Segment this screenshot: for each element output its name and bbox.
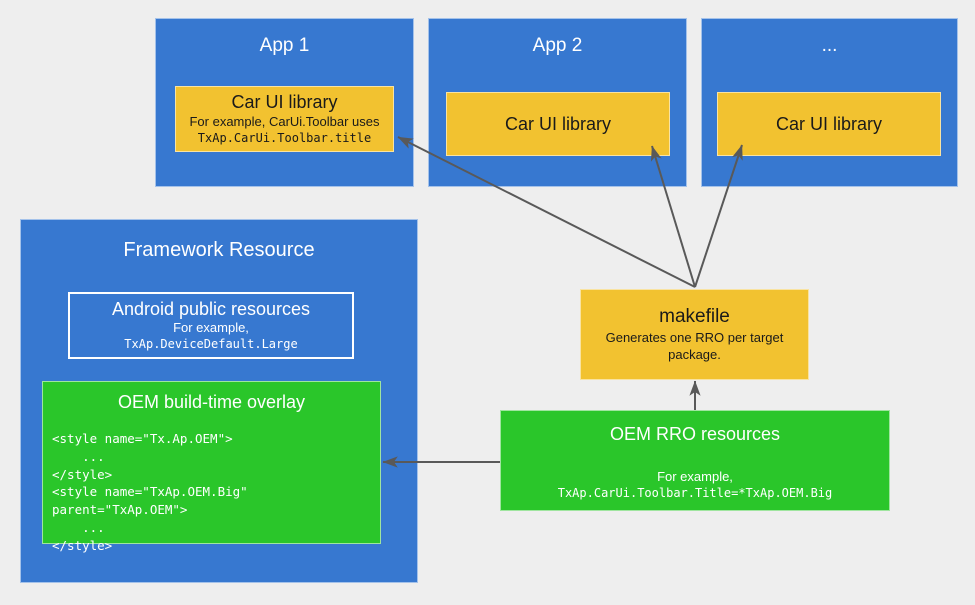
oem-build-time-overlay[interactable]: OEM build-time overlay <style name="Tx.A… [42, 381, 381, 553]
app-1-title-wrap: App 1 [156, 31, 413, 61]
oem-rro-resources-subtitle: For example, [657, 469, 733, 484]
oem-rro-resources[interactable]: OEM RRO resources For example, TxAp.CarU… [500, 410, 890, 511]
app-3-library-content: Car UI library [718, 93, 940, 155]
oem-build-time-overlay-title-wrap: OEM build-time overlay [43, 391, 380, 414]
app-2-library-title: Car UI library [504, 113, 611, 134]
app-2-title: App 2 [532, 35, 583, 57]
oem-rro-title-wrap: OEM RRO resources [501, 423, 889, 446]
app-1-library-code: TxAp.CarUi.Toolbar.title [197, 131, 372, 146]
android-public-resources-code: TxAp.DeviceDefault.Large [124, 337, 298, 352]
app-1-car-ui-library[interactable]: Car UI library For example, CarUi.Toolba… [175, 86, 394, 152]
app-1-library-content: Car UI library For example, CarUi.Toolba… [176, 87, 393, 151]
app-1-library-subtitle: For example, CarUi.Toolbar uses [189, 114, 380, 130]
oem-rro-resources-title: OEM RRO resources [609, 424, 781, 444]
framework-resource-title: Framework Resource [123, 238, 315, 261]
app-2-car-ui-library[interactable]: Car UI library [446, 92, 670, 156]
app-2-title-wrap: App 2 [429, 31, 686, 61]
app-3-library-title: Car UI library [775, 113, 882, 134]
app-1-library-title: Car UI library [231, 91, 338, 112]
oem-build-time-overlay-title: OEM build-time overlay [117, 392, 306, 412]
app-2-library-content: Car UI library [447, 93, 669, 155]
oem-rro-detail-wrap: For example, TxAp.CarUi.Toolbar.Title=*T… [501, 469, 889, 502]
makefile-content: makefile Generates one RRO per target pa… [581, 290, 808, 379]
app-3-title: ... [821, 35, 838, 57]
android-public-resources-title: Android public resources [111, 298, 311, 319]
makefile-title: makefile [659, 305, 730, 327]
makefile-subtitle: Generates one RRO per target package. [605, 330, 784, 363]
makefile-box[interactable]: makefile Generates one RRO per target pa… [580, 289, 809, 380]
app-3-title-wrap: ... [702, 31, 957, 61]
framework-title-wrap: Framework Resource [21, 234, 417, 266]
android-public-resources-content: Android public resources For example, Tx… [70, 294, 352, 357]
app-1-title: App 1 [259, 35, 310, 57]
android-public-resources-box[interactable]: Android public resources For example, Tx… [68, 292, 354, 359]
oem-build-time-overlay-code: <style name="Tx.Ap.OEM"> ... </style> <s… [52, 431, 248, 553]
android-public-resources-subtitle: For example, [173, 320, 249, 336]
oem-rro-resources-code: TxAp.CarUi.Toolbar.Title=*TxAp.OEM.Big [557, 485, 833, 500]
app-3-car-ui-library[interactable]: Car UI library [717, 92, 941, 156]
